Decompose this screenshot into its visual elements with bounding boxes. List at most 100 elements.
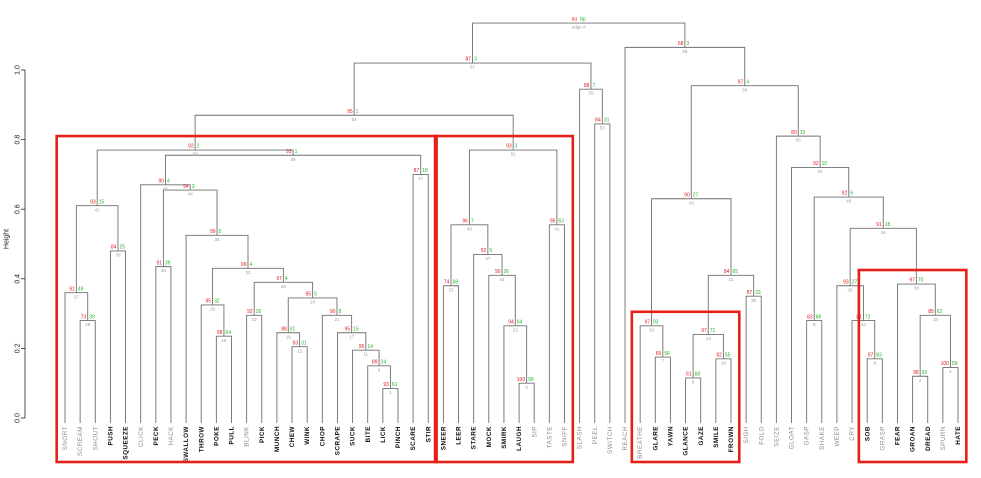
au-value-f8: 97 xyxy=(909,278,915,284)
y-tick-label-2: 0.4 xyxy=(14,274,21,284)
edge-number-c1: 3 xyxy=(525,385,528,390)
leaf-label-frown: FROWN xyxy=(728,426,735,452)
y-tick-label-5: 1.0 xyxy=(14,65,21,75)
bp-value-b7: 61 xyxy=(392,382,398,388)
bp-value-d2: 7 xyxy=(592,83,595,89)
bp-value-e1: 56 xyxy=(664,351,670,357)
leaf-label-sigh: SIGH xyxy=(743,426,750,443)
branch-f1 xyxy=(806,320,823,423)
au-value-b9: 95 xyxy=(359,344,365,350)
edge-number-g3: edge # xyxy=(572,25,586,30)
leaf-label-munch: MUNCH xyxy=(274,426,281,452)
bp-value-a3: 25 xyxy=(119,245,125,251)
bp-value-b20: 2 xyxy=(197,144,200,150)
edge-number-f3: 14 xyxy=(861,322,867,327)
branch-c3 xyxy=(488,274,516,423)
leaf-label-hack: HACK xyxy=(168,426,175,446)
au-value-b7: 93 xyxy=(383,382,389,388)
branch-f12 xyxy=(775,135,821,423)
leaf-label-snort: SNORT xyxy=(62,426,69,450)
leaf-label-hate: HATE xyxy=(955,426,962,445)
branch-c8 xyxy=(468,149,558,225)
edge-number-f2: 9 xyxy=(873,360,876,365)
branch-c2 xyxy=(503,325,528,423)
edge-number-b3: 25 xyxy=(210,307,216,312)
leaf-label-pinch: PINCH xyxy=(395,426,402,448)
edge-number-b19: 49 xyxy=(291,157,297,162)
highlight-box-4 xyxy=(857,268,968,464)
bp-value-b6: 31 xyxy=(290,326,296,332)
branch-d2 xyxy=(579,88,603,423)
branch-b5 xyxy=(291,346,308,423)
bp-value-c6: 7 xyxy=(471,219,474,225)
leaf-label-leer: LEER xyxy=(456,426,463,445)
au-value-a3: 84 xyxy=(111,245,117,251)
edge-number-b9: 11 xyxy=(363,352,368,357)
leaf-label-sip: SIP xyxy=(531,426,538,438)
au-value-e5: 97 xyxy=(701,328,707,334)
branch-c4 xyxy=(473,253,503,423)
branch-g2 xyxy=(624,46,746,423)
leaf-label-scrape: SCRAPE xyxy=(335,426,342,455)
au-value-b2: 98 xyxy=(217,330,223,336)
bp-value-b19: 1 xyxy=(295,149,298,155)
edge-number-b15: 38 xyxy=(215,237,221,242)
leaf-label-squeeze: SQUEEZE xyxy=(123,426,130,460)
leaf-label-throw: THROW xyxy=(198,426,205,452)
au-value-b19: 93 xyxy=(286,149,292,155)
branch-e1 xyxy=(654,356,671,423)
edge-number-d0: 54 xyxy=(352,117,358,122)
highlight-box-1 xyxy=(55,134,438,464)
leaf-label-fear: FEAR xyxy=(895,426,902,445)
edge-number-f10: 48 xyxy=(846,199,852,204)
au-value-f2: 97 xyxy=(868,353,874,359)
leaf-label-lick: LICK xyxy=(380,426,387,443)
bp-value-b18: 18 xyxy=(422,168,428,174)
leaf-label-sniff: SNIFF xyxy=(562,426,569,447)
branch-e4 xyxy=(715,358,732,423)
au-value-b16: 94 xyxy=(183,184,189,190)
au-value-b18: 87 xyxy=(414,168,420,174)
au-value-b11: 90 xyxy=(330,309,336,315)
branch-a3 xyxy=(109,250,126,423)
bp-value-f7: 62 xyxy=(937,309,943,315)
edge-number-b8: 6 xyxy=(378,367,381,372)
bp-value-a2: 49 xyxy=(78,286,84,292)
bp-value-b15: 5 xyxy=(219,229,222,235)
bp-value-b3: 32 xyxy=(214,299,220,305)
au-value-b15: 99 xyxy=(210,229,216,235)
leaf-label-mock: MOCK xyxy=(486,426,493,447)
au-value-f11: 92 xyxy=(813,161,819,167)
edge-number-c8: 51 xyxy=(511,152,517,157)
bp-value-f2: 83 xyxy=(876,353,882,359)
highlight-box-3 xyxy=(630,310,741,464)
y-tick-label-4: 0.8 xyxy=(14,135,21,145)
highlight-box-2 xyxy=(433,134,575,464)
leaf-label-glance: GLANCE xyxy=(683,426,690,456)
highlight-boxes xyxy=(55,134,968,464)
edge-number-e8: 43 xyxy=(689,200,695,205)
leaf-label-gloat: GLOAT xyxy=(789,426,796,449)
edge-number-b14: 32 xyxy=(245,270,251,275)
au-value-b4: 92 xyxy=(247,309,253,315)
leaf-label-grasp: GRASP xyxy=(879,426,886,451)
